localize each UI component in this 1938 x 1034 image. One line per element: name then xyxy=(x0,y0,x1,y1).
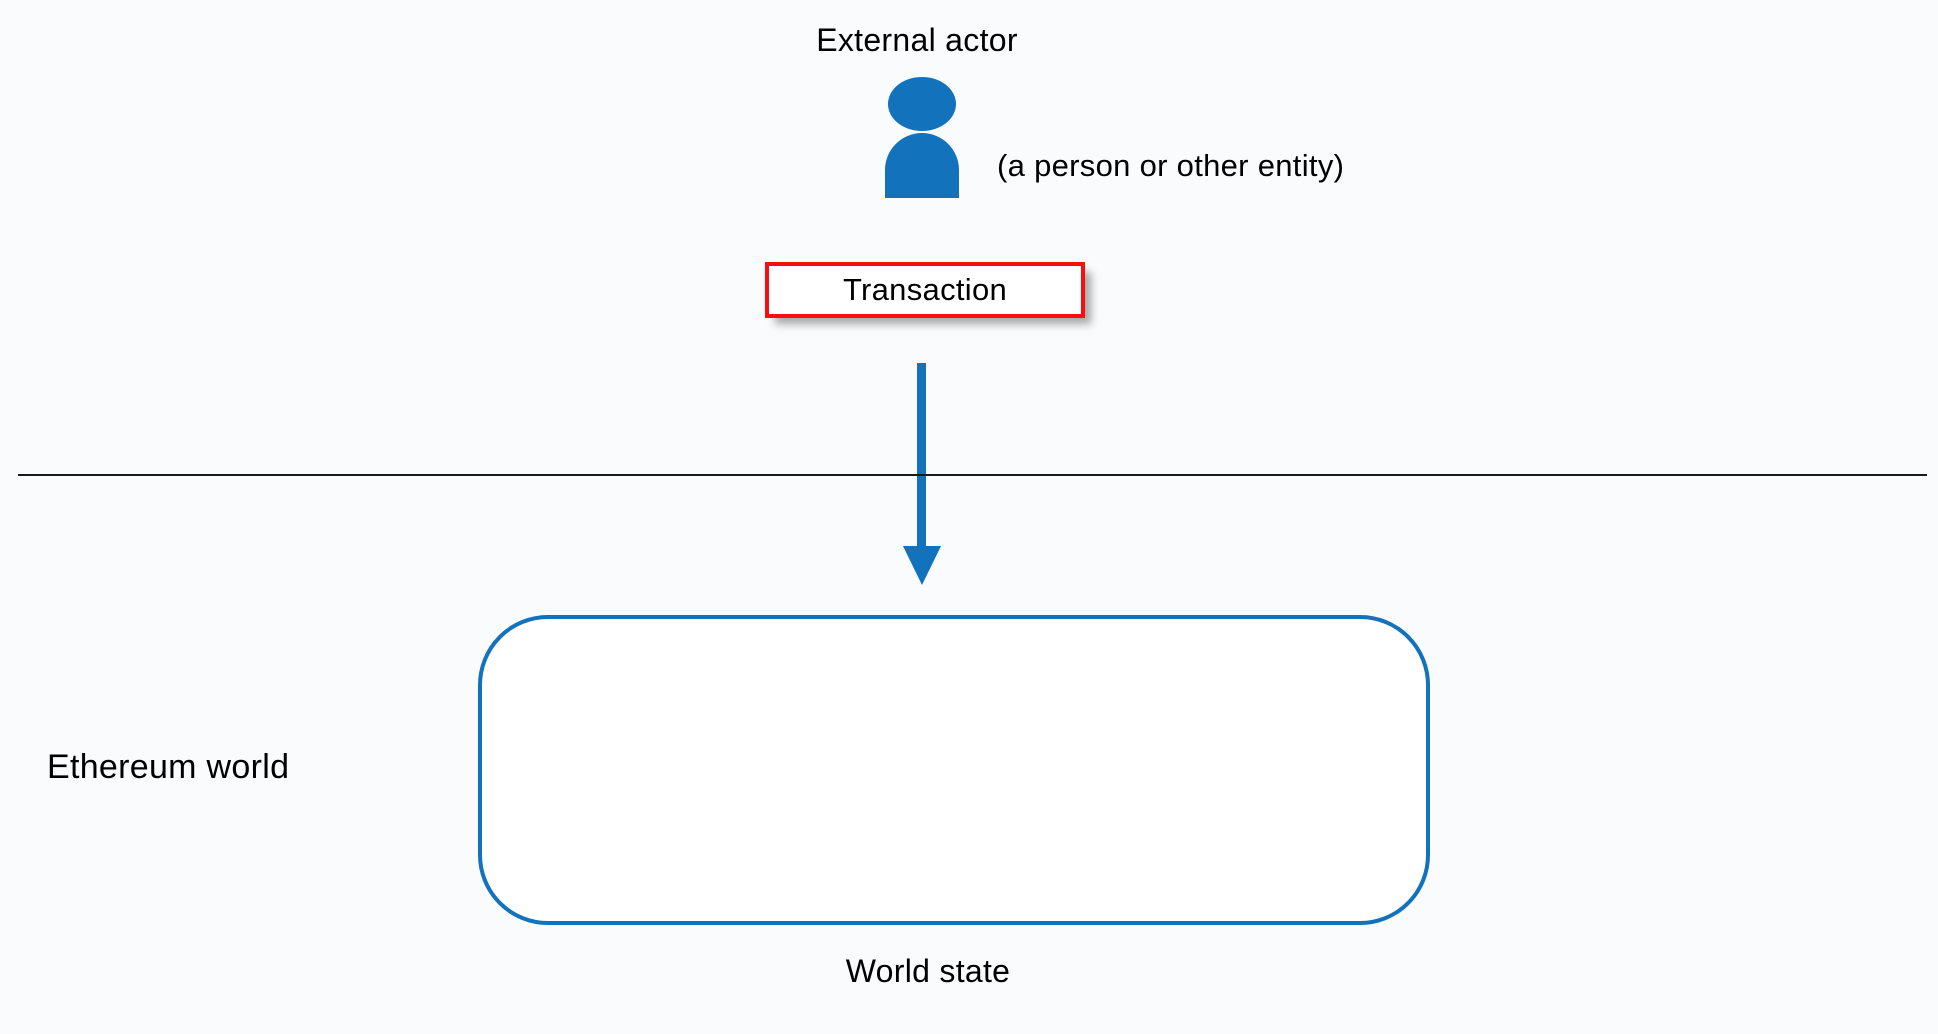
external-actor-label: External actor xyxy=(816,22,1018,58)
person-head-shape xyxy=(888,77,956,131)
world-state-label: World state xyxy=(845,953,1011,989)
world-boundary-line xyxy=(18,474,1927,476)
transaction-label: Transaction xyxy=(842,272,1008,307)
person-icon xyxy=(885,77,959,198)
world-state-box xyxy=(478,615,1430,925)
ethereum-world-label: Ethereum world xyxy=(47,748,290,786)
arrow-shaft xyxy=(917,363,926,549)
arrow-head xyxy=(903,546,941,585)
down-arrow-icon xyxy=(903,363,941,585)
external-actor-caption: (a person or other entity) xyxy=(997,148,1345,183)
transaction-box: Transaction xyxy=(765,262,1085,318)
person-body-shape xyxy=(885,133,959,198)
